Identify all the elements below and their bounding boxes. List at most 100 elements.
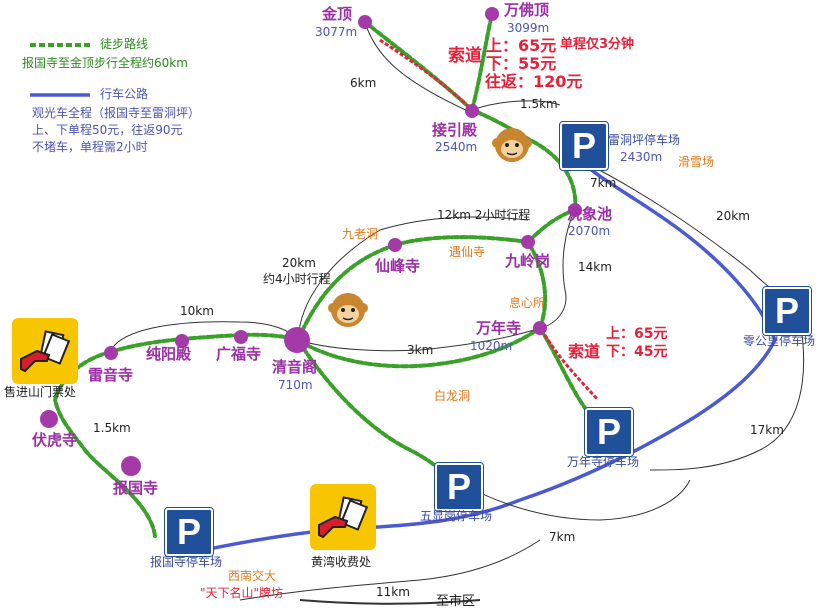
walk-jieyin-wanfo (470, 12, 494, 112)
road-baoguo-linggongli (178, 338, 777, 557)
parking-wuxiangang-label: 五显岗停车场 (420, 509, 493, 523)
cableway-bottom (543, 334, 600, 402)
parking-wanniansi-label: 万年寺停车场 (567, 455, 640, 469)
cableway-bottom-up: 上：65元 (606, 326, 668, 342)
node-wanfoding (485, 7, 499, 21)
label-xixiangchi: 洗象池 (567, 205, 613, 223)
label-guangfusi: 广福寺 (216, 345, 262, 363)
label-qingyinge-alt: 710m (278, 378, 313, 392)
aux-7km (454, 479, 691, 521)
aux-14km (539, 209, 576, 329)
label-xianfengsi: 仙峰寺 (375, 257, 421, 275)
place-tianxia-mingshan: "天下名山"牌坊 (200, 586, 284, 600)
label-baoguosi: 报国寺 (113, 479, 159, 497)
cableway-top-up: 上：65元 (486, 36, 557, 55)
label-wanniansi: 万年寺 (476, 319, 522, 337)
aux-3km (297, 327, 541, 352)
ticket-icon-shoujin (12, 318, 78, 384)
node-xianfengsi (388, 238, 402, 252)
dist-1_5km-top: 1.5km (520, 97, 558, 111)
label-xixiangchi-alt: 2070m (568, 224, 611, 238)
parking-baoguosi-label: 报国寺停车场 (150, 555, 223, 569)
parking-icon-wanniansi: P (585, 408, 633, 456)
aux-17km (649, 319, 805, 471)
walk-qingyin-wannian (296, 326, 542, 369)
label-chunyangdian: 纯阳殿 (146, 345, 192, 363)
hand-ticket-icon (318, 496, 369, 539)
place-jiulaodong: 九老洞 (342, 227, 379, 241)
legend-bus-line3: 不堵车，单程需2小时 (32, 140, 148, 154)
dist-7km-bottom: 7km (549, 530, 576, 544)
cableway-top-roundtrip: 往返：120元 (485, 72, 583, 91)
place-zhi-shiqu: 至市区 (436, 594, 476, 609)
label-wanniansi-alt: 1020m (470, 339, 513, 353)
walk-qingyin-wuxian (296, 338, 457, 482)
label-leiyinsi: 雷音寺 (88, 366, 134, 384)
dist-17km: 17km (750, 423, 784, 437)
dist-7km: 7km (590, 176, 617, 190)
label-wanfoding-alt: 3099m (507, 21, 550, 35)
dist-14km: 14km (578, 260, 612, 274)
place-bailongdong: 白龙洞 (434, 389, 471, 403)
road-routes (178, 158, 777, 557)
legend-road-label: 行车公路 (100, 87, 149, 101)
parking-icon-leidongping: P (560, 122, 608, 170)
place-huaxuechang: 滑雪场 (678, 155, 715, 169)
road-linggongli-leidong (578, 158, 777, 342)
label-qingyinge: 清音阁 (272, 358, 318, 376)
ticket-huangwan-label: 黄湾收费处 (311, 555, 372, 569)
label-jieyindian: 接引殿 (432, 121, 478, 139)
node-qingyinge (284, 327, 310, 353)
cableway-top-note: 单程仅3分钟 (560, 37, 635, 52)
cableway-top-down: 下：55元 (486, 54, 557, 73)
label-jinding-alt: 3077m (315, 25, 358, 39)
node-baoguosi (121, 456, 141, 476)
place-xixinsuo: 息心所 (509, 296, 546, 310)
monkey-icon (328, 293, 368, 327)
dist-20km-time: 约4小时行程 (263, 272, 331, 286)
parking-icon-linggongli: P (763, 287, 811, 335)
dist-10km: 10km (180, 304, 214, 318)
ticket-shoujin-label: 售进山门票处 (4, 385, 77, 399)
node-leiyinsi (104, 346, 118, 360)
parking-linggongli-label: 零公里停车场 (743, 334, 816, 348)
aux-11km (239, 539, 541, 601)
parking-icon-wuxiangang: P (435, 463, 483, 511)
node-guangfusi (234, 330, 248, 344)
dist-6km: 6km (350, 76, 377, 90)
parking-icon-baoguosi: P (165, 508, 213, 556)
label-jinding: 金顶 (322, 5, 353, 23)
aux-12km (297, 216, 529, 341)
dist-11km: 11km (376, 585, 410, 599)
node-fuhusi (40, 410, 58, 428)
dist-3km: 3km (407, 343, 434, 357)
dist-20km-right: 20km (716, 209, 750, 223)
monkey-icon (492, 128, 532, 162)
dist-12km: 12km 2小时行程 (437, 208, 531, 222)
ticket-icon-huangwan (310, 484, 376, 550)
parking-leidongping-alt: 2430m (620, 150, 663, 164)
parking-leidongping-label: 雷洞坪停车场 (608, 133, 681, 147)
node-chunyangdian (175, 334, 189, 348)
place-xinan-jiaoda: 西南交大 (228, 569, 277, 583)
auxiliary-routes (109, 21, 805, 605)
label-jieyindian-alt: 2540m (435, 140, 478, 154)
walk-jieyin-jinding (363, 20, 474, 112)
node-jieyindian (465, 104, 479, 118)
dist-20km: 20km (282, 256, 316, 270)
label-jiulinggang: 九岭岗 (505, 252, 551, 270)
legend-bus-line1: 观光车全程（报国寺至雷洞坪） (32, 106, 201, 120)
node-jiulinggang (521, 235, 535, 249)
hand-ticket-icon (20, 330, 71, 373)
node-wanniansi (533, 321, 547, 335)
label-wanfoding: 万佛顶 (504, 1, 550, 19)
place-yuxiansi: 遇仙寺 (449, 245, 486, 259)
cableway-top (379, 38, 472, 110)
node-xixiangchi (568, 203, 582, 217)
aux-1_5km (471, 100, 561, 111)
label-fuhusi: 伏虎寺 (32, 431, 78, 449)
legend-walk-desc: 报国寺至金顶步行全程约60km (22, 56, 188, 70)
walk-leiyin-qingyin (108, 332, 300, 354)
legend-bus-line2: 上、下单程50元，往返90元 (32, 123, 183, 137)
